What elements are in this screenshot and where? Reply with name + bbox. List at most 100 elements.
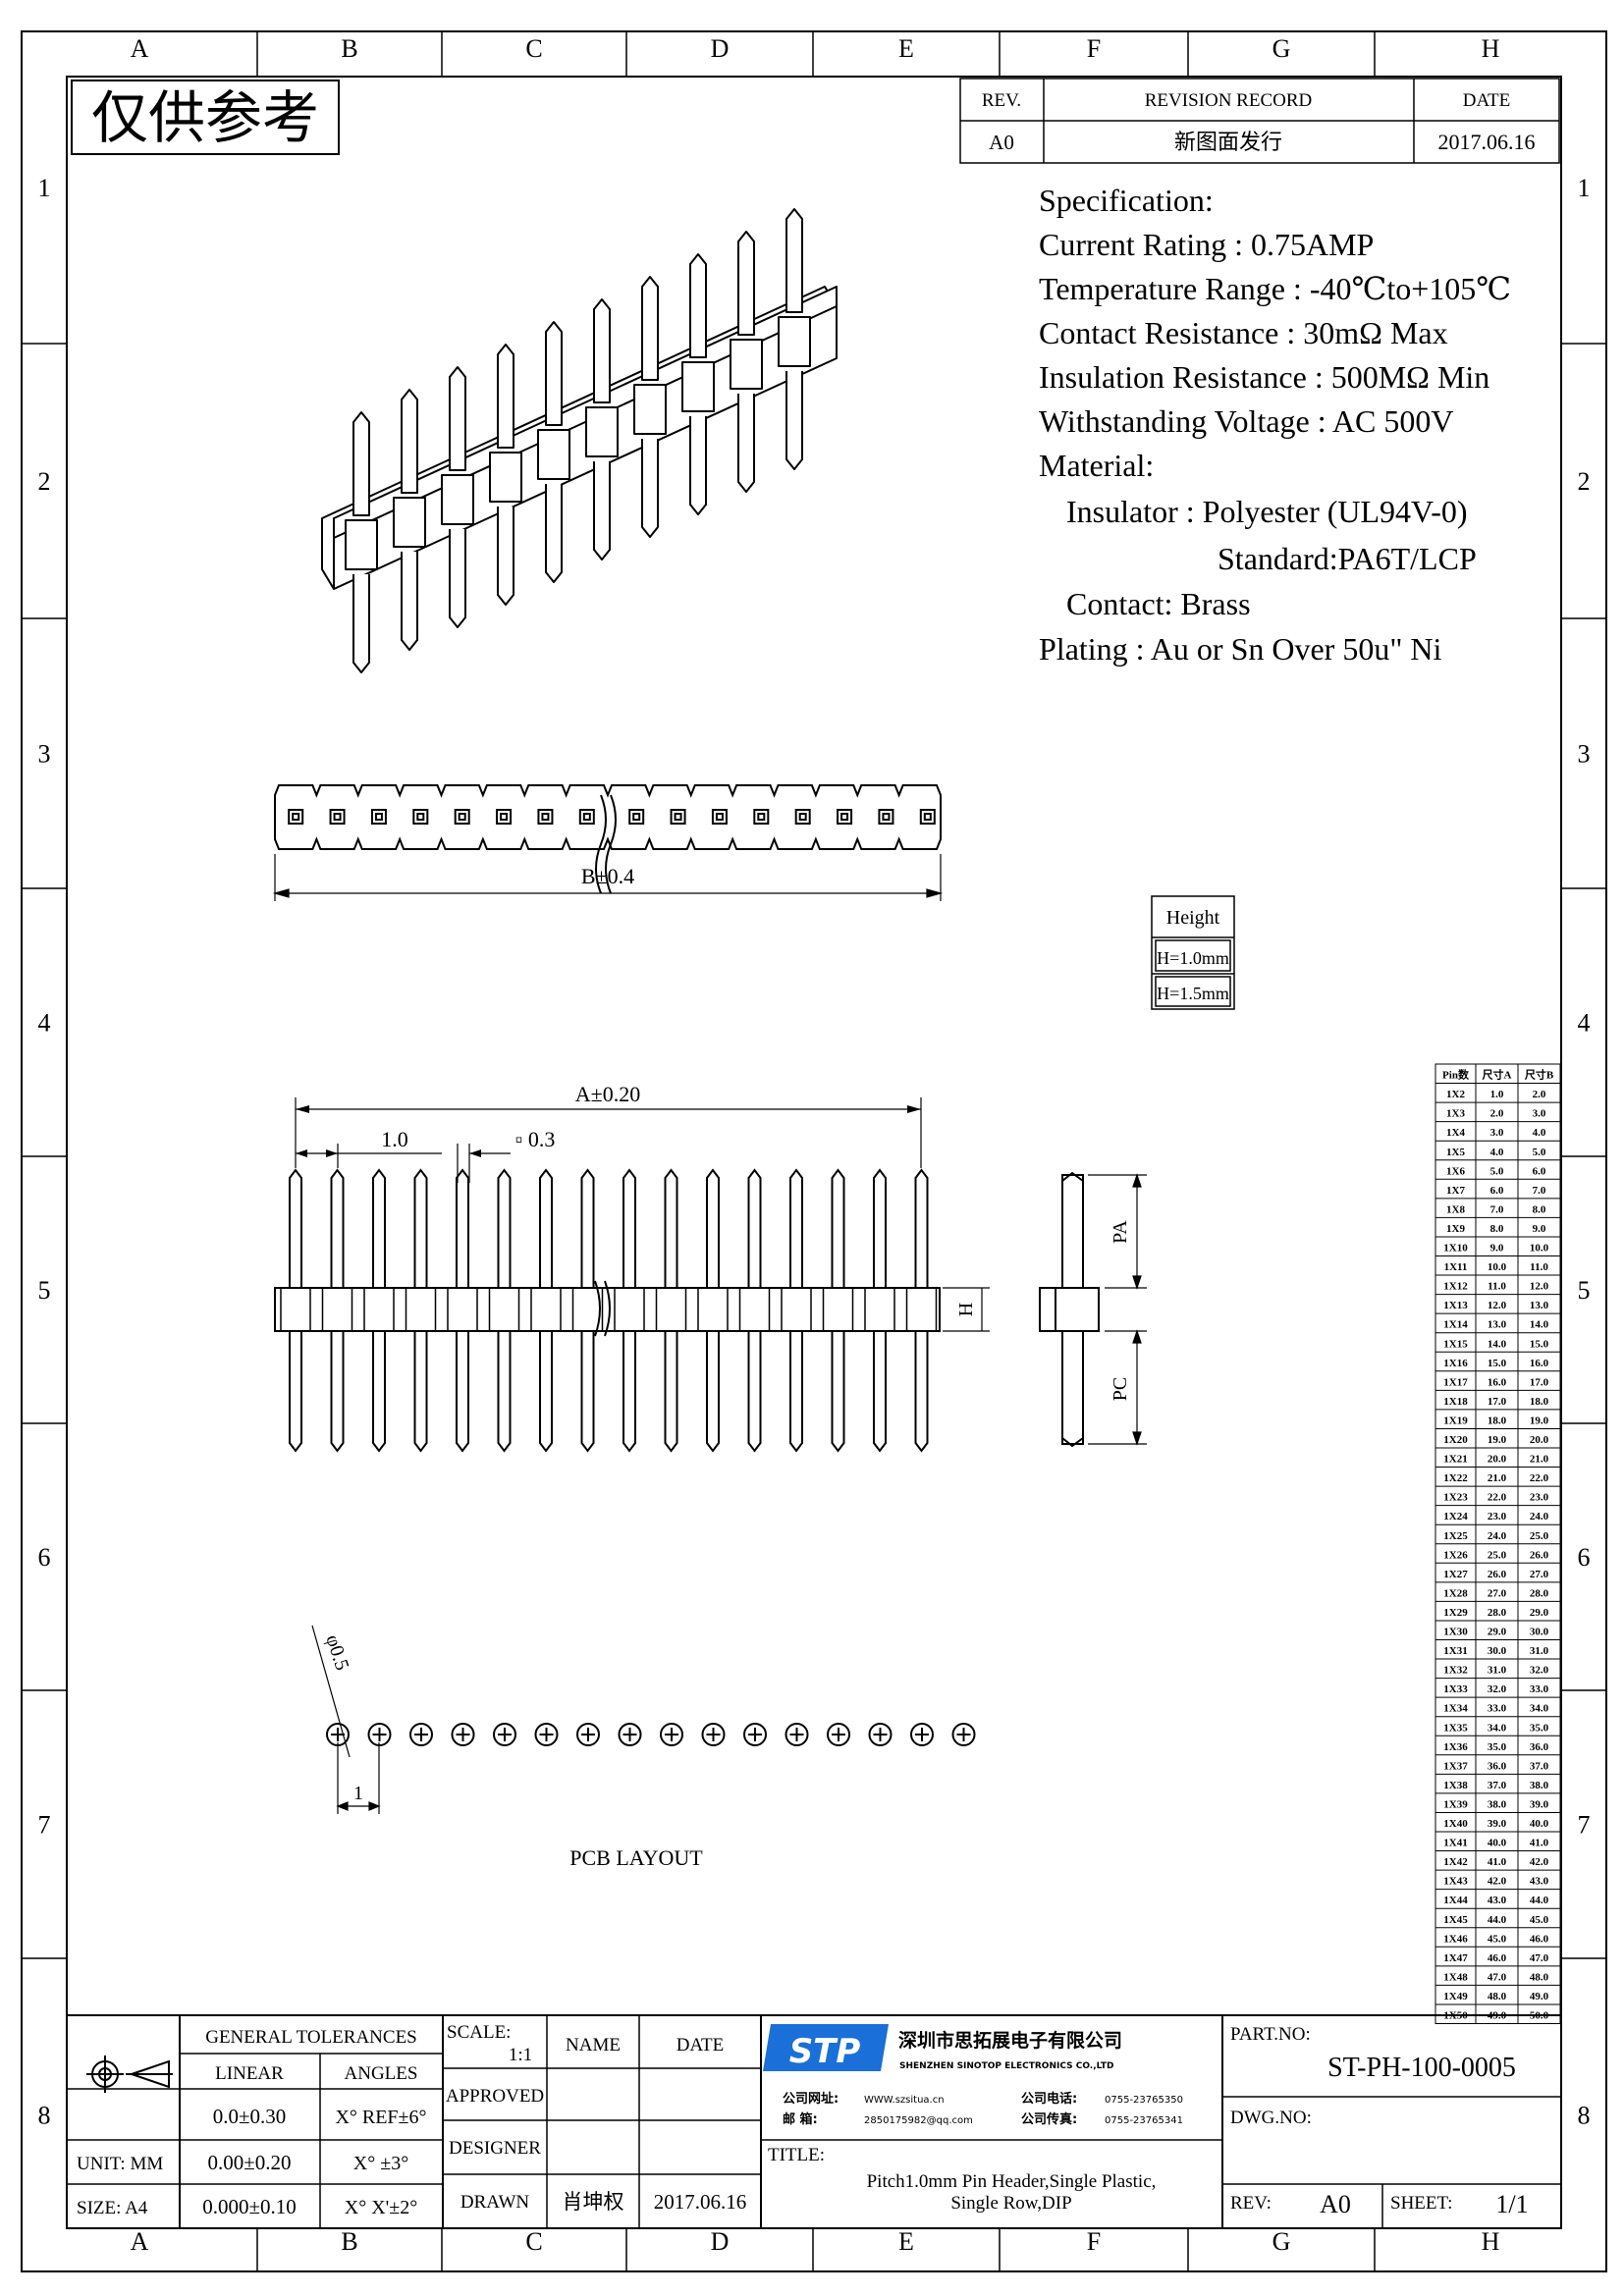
frame-col-letter: A [131,34,149,63]
revision-record-table: REV. REVISION RECORD DATE A0 新图面发行 2017.… [959,78,1560,164]
size-table-cell: 47.0 [1530,1952,1549,1964]
part-no-label: PART.NO: [1230,2024,1311,2045]
size-table-cell: 38.0 [1488,1798,1507,1810]
frame-col-letter: E [898,2227,914,2256]
size-table-cell: 18.0 [1530,1396,1549,1408]
frame-row-number: 6 [38,1543,51,1572]
size-table-cell: 43.0 [1530,1876,1549,1888]
frame-col-letter: G [1272,2227,1291,2256]
spec-line: Material: [1039,448,1154,483]
frame-row-number: 3 [1578,740,1591,769]
frame-col-letter: D [711,2227,730,2256]
size-table-cell: 10.0 [1530,1243,1549,1255]
top-view: B±0.4 [272,784,944,901]
size-table-cell: 44.0 [1488,1914,1507,1926]
phone: 0755-23765350 [1105,2095,1183,2106]
frame-row-number: 3 [38,740,51,769]
size-table-cell: 1X48 [1443,1971,1468,1983]
linear-label: LINEAR [215,2063,284,2084]
size-table-cell: 1X7 [1446,1185,1465,1197]
size-table-cell: 1X19 [1443,1415,1468,1426]
approved-label: APPROVED [446,2086,544,2107]
size-table-cell: 1X10 [1443,1243,1468,1255]
size-table-cell: 1X23 [1443,1492,1468,1504]
size-table-cell: 37.0 [1530,1760,1549,1772]
size-table-header: 尺寸A [1483,1068,1512,1082]
size-table-cell: 21.0 [1530,1454,1549,1466]
company-logo: STP [763,2024,889,2071]
size-table-cell: 41.0 [1488,1856,1507,1868]
website-label: 公司网址: [783,2091,839,2107]
size-table-cell: 1X38 [1443,1780,1468,1791]
title-label: TITLE: [768,2145,825,2165]
projection-symbol [86,2056,173,2093]
size-table-cell: 1X4 [1446,1127,1465,1139]
size-table-cell: 19.0 [1488,1434,1507,1446]
size-table-cell: 1X31 [1443,1645,1467,1657]
sheet-label: SHEET: [1390,2193,1452,2214]
linear-tolerance: 0.000±0.10 [202,2195,297,2218]
size-table-cell: 16.0 [1488,1376,1507,1388]
size-table-cell: 1X39 [1443,1798,1468,1810]
size-table-cell: 39.0 [1488,1818,1507,1830]
logo-text: STP [789,2032,861,2071]
size-table-cell: 34.0 [1530,1703,1549,1715]
size-table-cell: 48.0 [1530,1971,1549,1983]
spec-line: Plating : Au or Sn Over 50u" Ni [1039,631,1442,667]
spec-line: Insulation Resistance : 500MΩ Min [1039,359,1489,395]
size-table-cell: 1X45 [1443,1914,1468,1926]
drawn-date: 2017.06.16 [654,2190,747,2214]
spec-line: Withstanding Voltage : AC 500V [1039,403,1453,439]
frame-col-letter: C [525,2227,542,2256]
size-table-cell: 1X25 [1443,1530,1468,1542]
dwg-no-label: DWG.NO: [1230,2108,1312,2128]
title-line-2: Single Row,DIP [950,2193,1071,2214]
size-table-cell: 1X13 [1443,1300,1468,1311]
frame-col-letter: G [1272,34,1291,63]
size-table-cell: 4.0 [1490,1147,1504,1158]
date-column-header: DATE [677,2035,725,2056]
height-option-2: H=1.5mm [1157,984,1229,1003]
frame-col-letter: E [898,34,914,63]
size-table-cell: 24.0 [1530,1511,1549,1522]
title-line-1: Pitch1.0mm Pin Header,Single Plastic, [867,2171,1157,2192]
name-header: NAME [566,2035,621,2056]
size-table-cell: 1X49 [1443,1991,1468,2002]
drawn-label: DRAWN [460,2192,530,2213]
pa-dimension: PA [1110,1220,1131,1244]
part-no-value: ST-PH-100-0005 [1327,2053,1516,2083]
size-table-cell: 1X29 [1443,1607,1468,1619]
frame-row-number: 5 [1578,1276,1591,1305]
size-table-cell: 20.0 [1530,1434,1549,1446]
size-table-cell: 25.0 [1530,1530,1549,1542]
size-table-cell: 26.0 [1488,1569,1507,1580]
fax: 0755-23765341 [1105,2115,1183,2126]
size-table-cell: 1X34 [1443,1703,1468,1715]
size-table-cell: 1X24 [1443,1511,1468,1522]
size-table-cell: 16.0 [1530,1358,1549,1369]
spec-line: Current Rating : 0.75AMP [1039,227,1374,262]
spec-line: Specification: [1039,183,1214,218]
general-tolerances-label: GENERAL TOLERANCES [205,2027,417,2048]
size-table-cell: 23.0 [1488,1511,1507,1522]
company-name-cn: 深圳市思拓展电子有限公司 [898,2029,1122,2052]
scale-label: SCALE: [447,2022,511,2043]
size-table-cell: 36.0 [1530,1741,1549,1753]
pitch-dimension: 1.0 [381,1127,408,1151]
size-table-cell: 13.0 [1530,1300,1549,1311]
size-table-cell: 1X46 [1443,1933,1468,1945]
size-table-cell: 1X27 [1443,1569,1468,1580]
size-table-cell: 40.0 [1488,1838,1507,1849]
size-table-cell: 15.0 [1530,1338,1549,1350]
size-table-cell: 30.0 [1530,1627,1549,1638]
size-table-header: Pin数 [1442,1068,1470,1082]
size-table-cell: 18.0 [1488,1415,1507,1426]
size-table-cell: 38.0 [1530,1780,1549,1791]
size-table-cell: 49.0 [1530,1991,1549,2002]
size-table-cell: 33.0 [1530,1683,1549,1695]
frame-row-number: 2 [38,467,51,496]
size-table-cell: 48.0 [1488,1991,1507,2002]
